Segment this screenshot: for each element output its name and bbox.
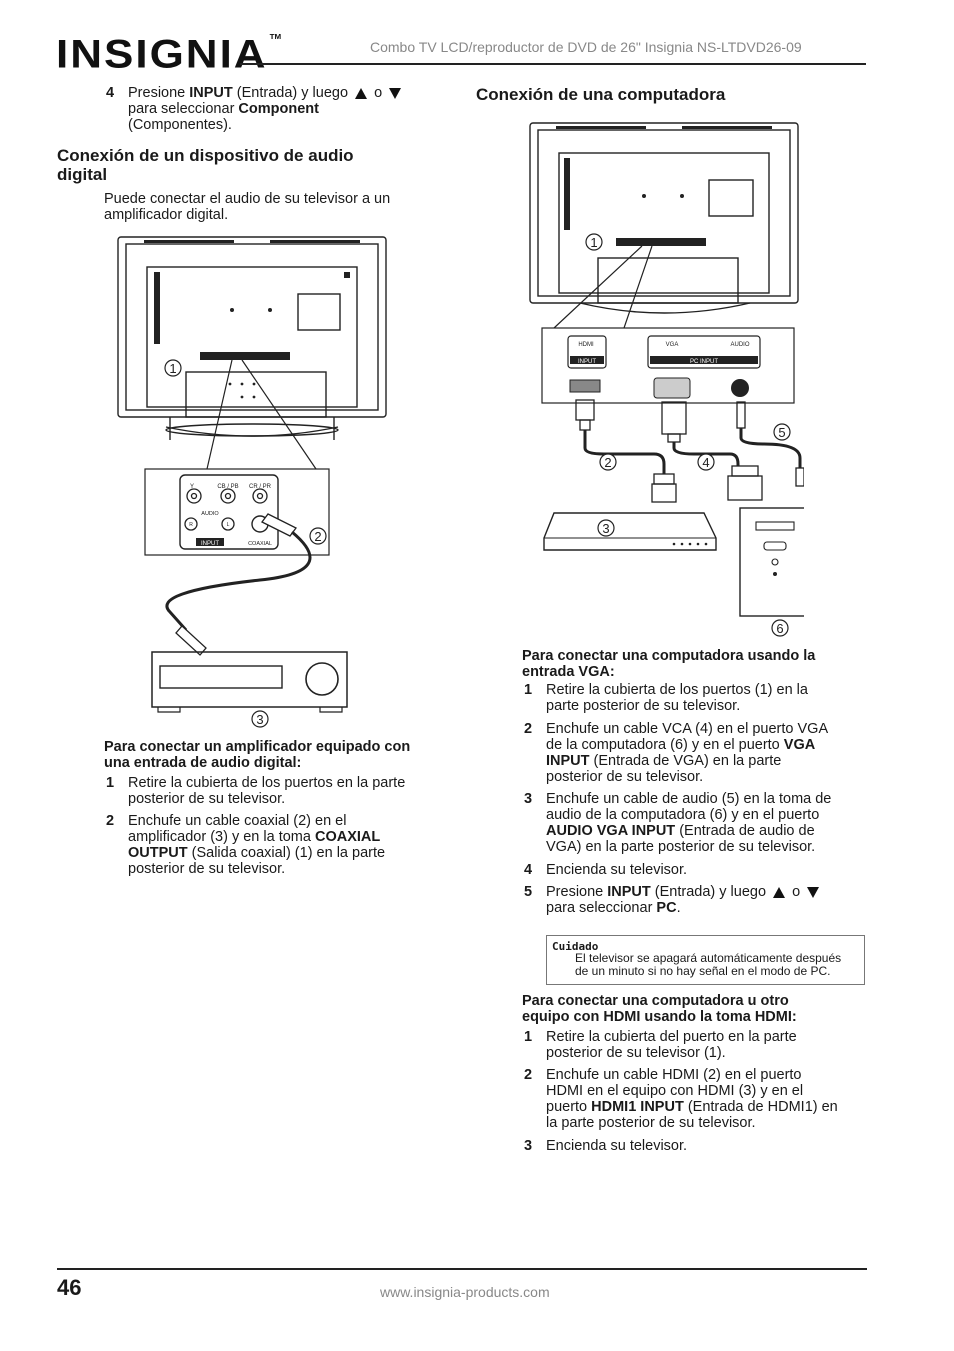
page-number: 46 (57, 1275, 82, 1300)
up-arrow-icon (355, 87, 368, 99)
svg-text:AUDIO: AUDIO (201, 511, 219, 517)
hdmi-step-1: 1 Retire la cubierta del puerto en la pa… (524, 1029, 797, 1061)
left-step-2: 2 Enchufe un cable coaxial (2) en el amp… (106, 813, 386, 877)
callout-2: 2 (314, 529, 321, 544)
callout-3: 3 (256, 712, 263, 727)
hdmi-procedure-title: Para conectar una computadora u otro equ… (522, 993, 797, 1025)
logo-trademark: TM (269, 32, 282, 41)
amplifier-procedure-title: Para conectar un amplificador equipado c… (104, 739, 411, 771)
audio-amplifier-diagram: 1 Y CB / PB CR / PR AUDIO R L INPUT COAX… (117, 236, 387, 728)
vga-step-2: 2 Enchufe un cable VCA (4) en el puerto … (524, 721, 829, 785)
section-title-computer: Conexión de una computadora (476, 85, 726, 104)
svg-text:INPUT: INPUT (578, 359, 596, 365)
pc-callout-4: 4 (702, 455, 709, 470)
step-number: 4 (106, 85, 115, 101)
computer-connection-diagram: 1 HDMI INPUT VGA AUDIO PC INPUT 2 4 5 3 (529, 122, 804, 637)
left-step-4: 4 Presione INPUT (Entrada) y luego o par… (106, 85, 436, 135)
pc-callout-6: 6 (776, 621, 783, 636)
callout-1: 1 (169, 361, 176, 376)
svg-text:Y: Y (190, 484, 194, 490)
svg-text:R: R (189, 522, 193, 528)
svg-text:CB / PB: CB / PB (217, 484, 238, 490)
hdmi-step-2: 2 Enchufe un cable HDMI (2) en el puerto… (524, 1067, 838, 1131)
logo-text: INSIGNIA (56, 32, 268, 77)
section-title-audio-digital: Conexión de un dispositivo de audio digi… (57, 146, 354, 184)
footer-rule (57, 1268, 867, 1270)
hdmi-step-3: 3 Encienda su televisor. (524, 1138, 688, 1154)
up-arrow-icon (773, 886, 786, 898)
svg-text:AUDIO: AUDIO (730, 342, 749, 348)
svg-text:CR / PR: CR / PR (249, 484, 272, 490)
pc-callout-1: 1 (590, 235, 597, 250)
down-arrow-icon (807, 886, 820, 898)
vga-step-4: 4 Encienda su televisor. (524, 862, 688, 878)
audio-intro: Puede conectar el audio de su televisor … (104, 191, 391, 223)
svg-text:L: L (227, 522, 230, 528)
pc-callout-3: 3 (602, 521, 609, 536)
vga-step-3: 3 Enchufe un cable de audio (5) en la to… (524, 791, 832, 855)
svg-text:INPUT: INPUT (201, 541, 219, 547)
caution-label: Cuidado (552, 940, 599, 953)
footer-url: www.insignia-products.com (380, 1284, 550, 1300)
caution-box: Cuidado El televisor se apagará automáti… (546, 935, 865, 985)
down-arrow-icon (389, 87, 402, 99)
left-step-1: 1 Retire la cubierta de los puertos en l… (106, 775, 406, 807)
caution-text: El televisor se apagará automáticamente … (575, 951, 842, 978)
vga-step-5: 5 Presione INPUT (Entrada) y luego o par… (524, 884, 864, 918)
running-header: Combo TV LCD/reproductor de DVD de 26" I… (370, 39, 802, 55)
vga-procedure-title: Para conectar una computadora usando la … (522, 648, 816, 680)
pc-callout-5: 5 (778, 425, 785, 440)
header-rule (240, 63, 866, 65)
svg-text:VGA: VGA (666, 342, 679, 348)
pc-callout-2: 2 (604, 455, 611, 470)
svg-text:COAXIAL: COAXIAL (248, 541, 272, 547)
vga-step-1: 1 Retire la cubierta de los puertos (1) … (524, 682, 808, 714)
svg-text:PC INPUT: PC INPUT (690, 359, 718, 365)
svg-text:HDMI: HDMI (578, 342, 594, 348)
callout-1-circle (164, 359, 182, 377)
